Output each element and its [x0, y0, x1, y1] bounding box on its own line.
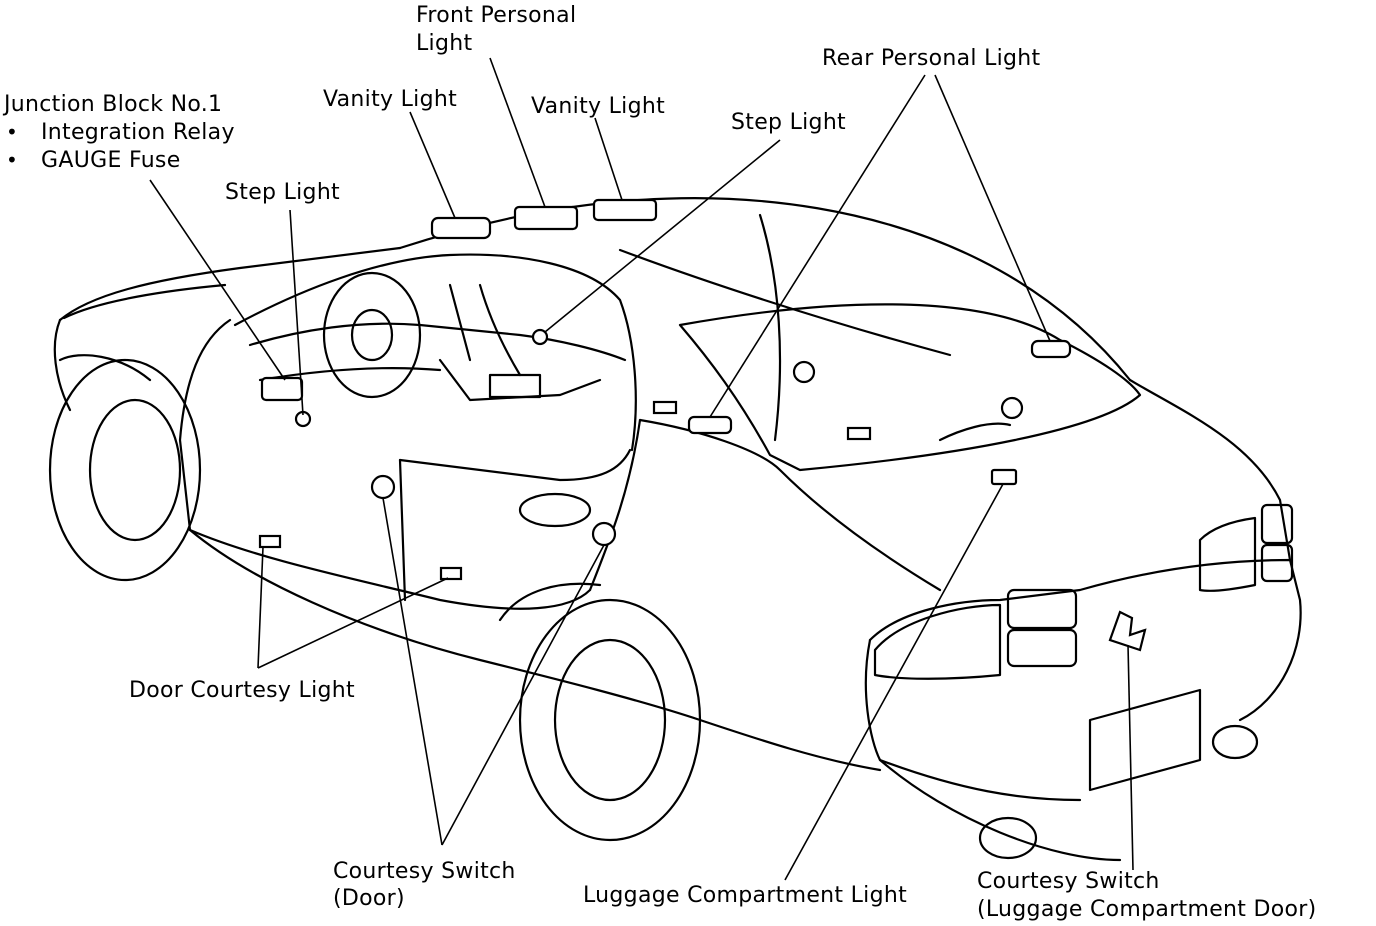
luggage-compartment-light-part	[990, 468, 1018, 486]
small-lamp-part	[846, 426, 872, 441]
leader-lines	[149, 57, 1134, 881]
bullet-icon: •	[6, 120, 18, 144]
label-front-personal-line1: Front Personal	[416, 3, 577, 28]
junction-block-part	[260, 376, 304, 402]
car-body-outline	[48, 197, 1302, 862]
label-courtesy-switch-door-line2: (Door)	[333, 886, 405, 911]
step-light-right-part	[531, 328, 549, 346]
door-courtesy-light-part	[258, 534, 282, 549]
courtesy-switch-rear-part	[792, 360, 816, 384]
label-front-personal-line2: Light	[416, 31, 473, 56]
courtesy-switch-door-rear-part	[591, 521, 617, 547]
rear-personal-light-rear-part	[1030, 339, 1072, 359]
vanity-light-left-part	[430, 216, 492, 240]
label-courtesy-switch-luggage-line1: Courtesy Switch	[977, 869, 1160, 894]
label-junction-block: Junction Block No.1	[4, 92, 223, 117]
luggage-courtesy-switch-part	[1108, 610, 1147, 652]
front-personal-light-part	[513, 205, 579, 231]
label-luggage-compartment-light: Luggage Compartment Light	[583, 883, 908, 908]
label-door-courtesy-light: Door Courtesy Light	[129, 678, 355, 703]
courtesy-switch-door-front-part	[370, 474, 396, 500]
label-vanity-light-right: Vanity Light	[531, 94, 666, 119]
rear-personal-light-front-part	[687, 415, 733, 435]
bullet-icon: •	[6, 148, 18, 172]
component-parts	[258, 198, 1147, 652]
label-step-light-left: Step Light	[225, 180, 340, 205]
label-courtesy-switch-luggage-line2: (Luggage Compartment Door)	[977, 897, 1317, 922]
label-integration-relay: Integration Relay	[41, 120, 235, 145]
label-step-light-right: Step Light	[731, 110, 846, 135]
label-rear-personal-light: Rear Personal Light	[822, 46, 1041, 71]
label-courtesy-switch-door-line1: Courtesy Switch	[333, 859, 516, 884]
courtesy-switch-rear-part	[1000, 396, 1024, 420]
label-gauge-fuse: GAUGE Fuse	[41, 148, 181, 173]
small-lamp-part	[652, 400, 678, 415]
vanity-light-right-part	[592, 198, 658, 222]
door-courtesy-light-part	[439, 566, 463, 581]
label-vanity-light-left: Vanity Light	[323, 87, 458, 112]
